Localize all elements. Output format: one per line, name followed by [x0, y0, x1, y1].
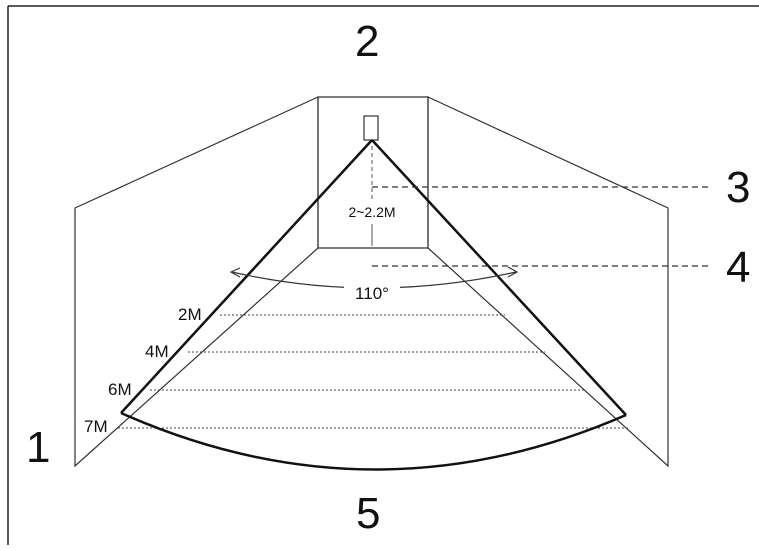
angle-label: 110°	[355, 284, 389, 303]
callout-5-range: 5	[356, 489, 380, 538]
distance-label-6m: 6M	[108, 380, 132, 399]
cone-right-edge	[371, 139, 627, 416]
back-wall	[317, 96, 429, 249]
angle-arrow-right	[507, 266, 519, 278]
right-wall	[427, 96, 669, 468]
sensor-device	[363, 115, 379, 141]
callout-2-sensor: 2	[355, 17, 379, 66]
mount-height-label: 2~2.2M	[348, 204, 395, 220]
detection-range-arc	[120, 411, 627, 471]
callout-1-wall: 1	[26, 423, 50, 472]
angle-label-backdrop	[344, 282, 400, 302]
distance-label-4m: 4M	[145, 342, 169, 361]
distance-label-2m: 2M	[178, 305, 202, 324]
callout-3: 3	[726, 163, 750, 212]
angle-arrow-left	[229, 267, 241, 278]
cone-left-edge	[120, 139, 373, 414]
distance-label-7m: 7M	[84, 417, 108, 436]
callout-4: 4	[726, 243, 750, 292]
